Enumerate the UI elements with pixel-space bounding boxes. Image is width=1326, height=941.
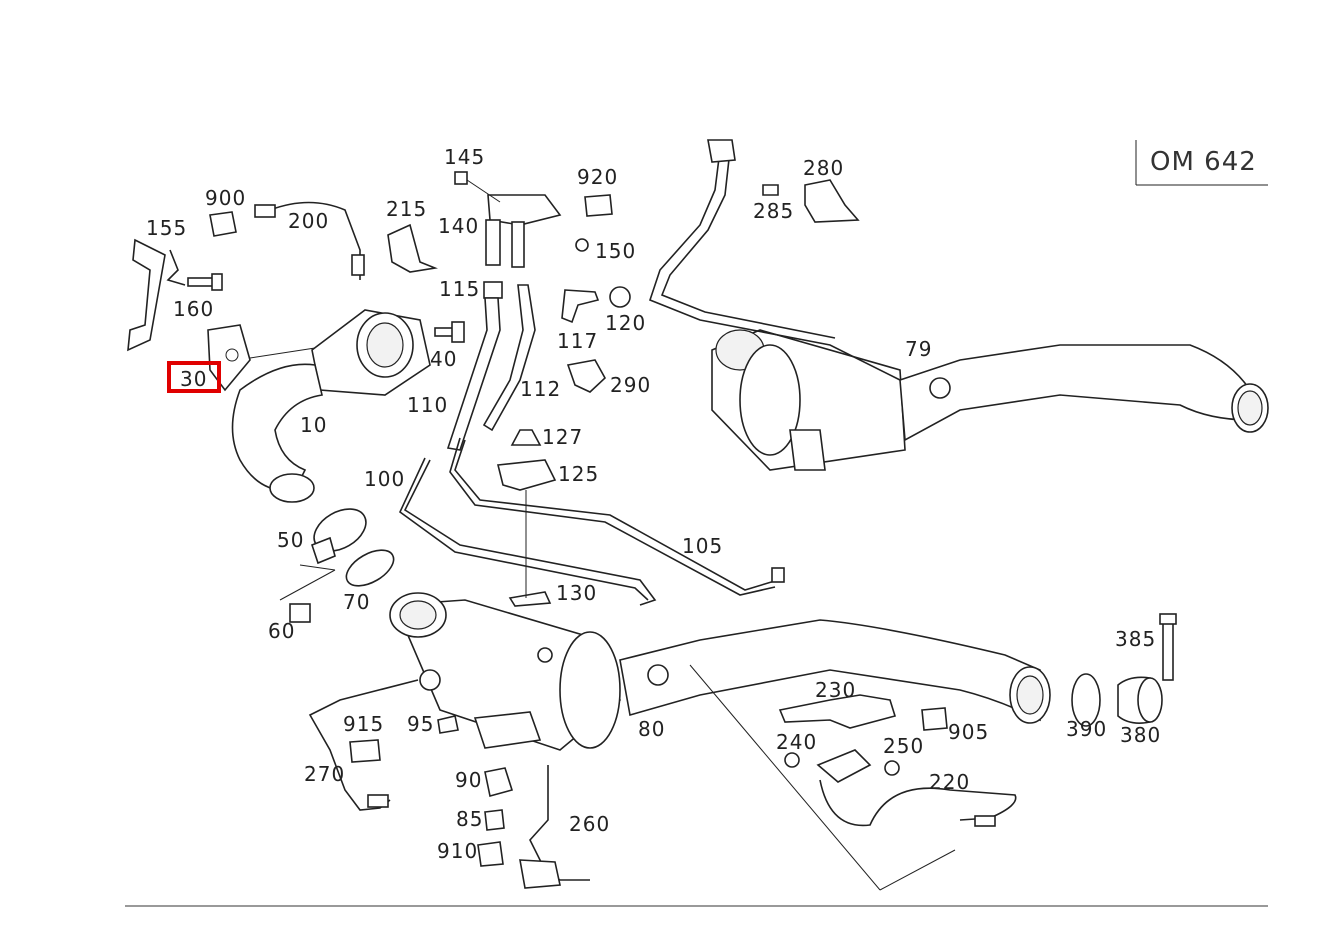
part-215-clip[interactable] <box>387 223 438 273</box>
label-115[interactable]: 115 <box>439 277 480 301</box>
label-60[interactable]: 60 <box>268 619 295 643</box>
part-200-sensor[interactable] <box>254 201 365 281</box>
part-112-hose[interactable] <box>482 284 536 432</box>
label-155[interactable]: 155 <box>146 216 187 240</box>
part-230-bracket[interactable] <box>778 694 897 729</box>
label-270[interactable]: 270 <box>304 762 345 786</box>
label-117[interactable]: 117 <box>557 329 598 353</box>
part-80-dpf-lower[interactable] <box>389 592 1051 751</box>
label-910[interactable]: 910 <box>437 839 478 863</box>
part-79-dpf-upper[interactable] <box>649 139 1269 471</box>
label-285[interactable]: 285 <box>753 199 794 223</box>
part-240-screw[interactable] <box>784 752 800 768</box>
part-110-hose[interactable] <box>446 281 503 451</box>
label-215[interactable]: 215 <box>386 197 427 221</box>
label-280[interactable]: 280 <box>803 156 844 180</box>
label-10[interactable]: 10 <box>300 413 327 437</box>
label-290[interactable]: 290 <box>610 373 651 397</box>
label-79[interactable]: 79 <box>905 337 932 361</box>
part-85-nut[interactable] <box>484 809 505 831</box>
part-105-pipe[interactable] <box>449 437 785 596</box>
part-100-pipe[interactable] <box>398 457 657 606</box>
label-50[interactable]: 50 <box>277 528 304 552</box>
label-100[interactable]: 100 <box>364 467 405 491</box>
part-120-nut[interactable] <box>609 286 631 308</box>
part-127-rubber-mount[interactable] <box>510 429 542 446</box>
label-120[interactable]: 120 <box>605 311 646 335</box>
part-140-pressure-sensor[interactable] <box>454 171 589 268</box>
label-145[interactable]: 145 <box>444 145 485 169</box>
part-labels: 145 920 900 200 215 155 140 150 280 285 … <box>146 145 1161 863</box>
label-112[interactable]: 112 <box>520 377 561 401</box>
label-200[interactable]: 200 <box>288 209 329 233</box>
part-380-end-piece[interactable] <box>1117 676 1163 724</box>
label-380[interactable]: 380 <box>1120 723 1161 747</box>
part-280-bracket[interactable] <box>762 179 860 223</box>
part-95-nut[interactable] <box>437 715 459 734</box>
part-905-connector[interactable] <box>921 707 948 731</box>
label-125[interactable]: 125 <box>558 462 599 486</box>
label-220[interactable]: 220 <box>929 770 970 794</box>
part-250-screw[interactable] <box>884 760 900 776</box>
label-30[interactable]: 30 <box>180 367 207 391</box>
part-920-connector[interactable] <box>584 194 613 217</box>
part-385-bolt[interactable] <box>1159 613 1177 681</box>
label-95[interactable]: 95 <box>407 712 434 736</box>
label-260[interactable]: 260 <box>569 812 610 836</box>
part-90-rubber-mount[interactable] <box>484 767 514 797</box>
label-40[interactable]: 40 <box>430 347 457 371</box>
part-290-holder[interactable] <box>566 359 607 393</box>
part-130-bracket[interactable] <box>508 580 552 607</box>
part-70-seal-ring[interactable] <box>340 543 399 593</box>
label-85[interactable]: 85 <box>456 807 483 831</box>
label-70[interactable]: 70 <box>343 590 370 614</box>
label-110[interactable]: 110 <box>407 393 448 417</box>
label-900[interactable]: 900 <box>205 186 246 210</box>
part-160-bolt[interactable] <box>187 273 223 291</box>
part-117-clamp[interactable] <box>561 289 600 324</box>
part-270-sensor[interactable] <box>308 679 419 811</box>
part-910-connector[interactable] <box>477 841 504 867</box>
part-390-ring[interactable] <box>1071 673 1101 727</box>
label-250[interactable]: 250 <box>883 734 924 758</box>
label-90[interactable]: 90 <box>455 768 482 792</box>
label-385[interactable]: 385 <box>1115 627 1156 651</box>
engine-code: OM 642 <box>1150 147 1257 177</box>
part-40-stud[interactable] <box>434 321 465 343</box>
label-130[interactable]: 130 <box>556 581 597 605</box>
part-10-exhaust-pipe[interactable] <box>231 309 431 503</box>
highlight-box-part-30 <box>167 361 221 393</box>
label-160[interactable]: 160 <box>173 297 214 321</box>
part-900-connector[interactable] <box>209 211 237 237</box>
label-150[interactable]: 150 <box>595 239 636 263</box>
label-140[interactable]: 140 <box>438 214 479 238</box>
label-240[interactable]: 240 <box>776 730 817 754</box>
engine-code-box: OM 642 <box>1135 140 1268 186</box>
label-390[interactable]: 390 <box>1066 717 1107 741</box>
label-127[interactable]: 127 <box>542 425 583 449</box>
label-230[interactable]: 230 <box>815 678 856 702</box>
part-155-bracket[interactable] <box>127 238 186 352</box>
label-920[interactable]: 920 <box>577 165 618 189</box>
part-125-bracket[interactable] <box>497 459 557 585</box>
label-105[interactable]: 105 <box>682 534 723 558</box>
part-220-sensor[interactable] <box>816 749 1017 827</box>
part-60-bolt[interactable] <box>279 564 336 623</box>
label-905[interactable]: 905 <box>948 720 989 744</box>
part-915-connector[interactable] <box>349 739 381 763</box>
part-260-sensor[interactable] <box>519 765 590 889</box>
label-915[interactable]: 915 <box>343 712 384 736</box>
label-80[interactable]: 80 <box>638 717 665 741</box>
part-50-clamp[interactable] <box>307 500 373 565</box>
